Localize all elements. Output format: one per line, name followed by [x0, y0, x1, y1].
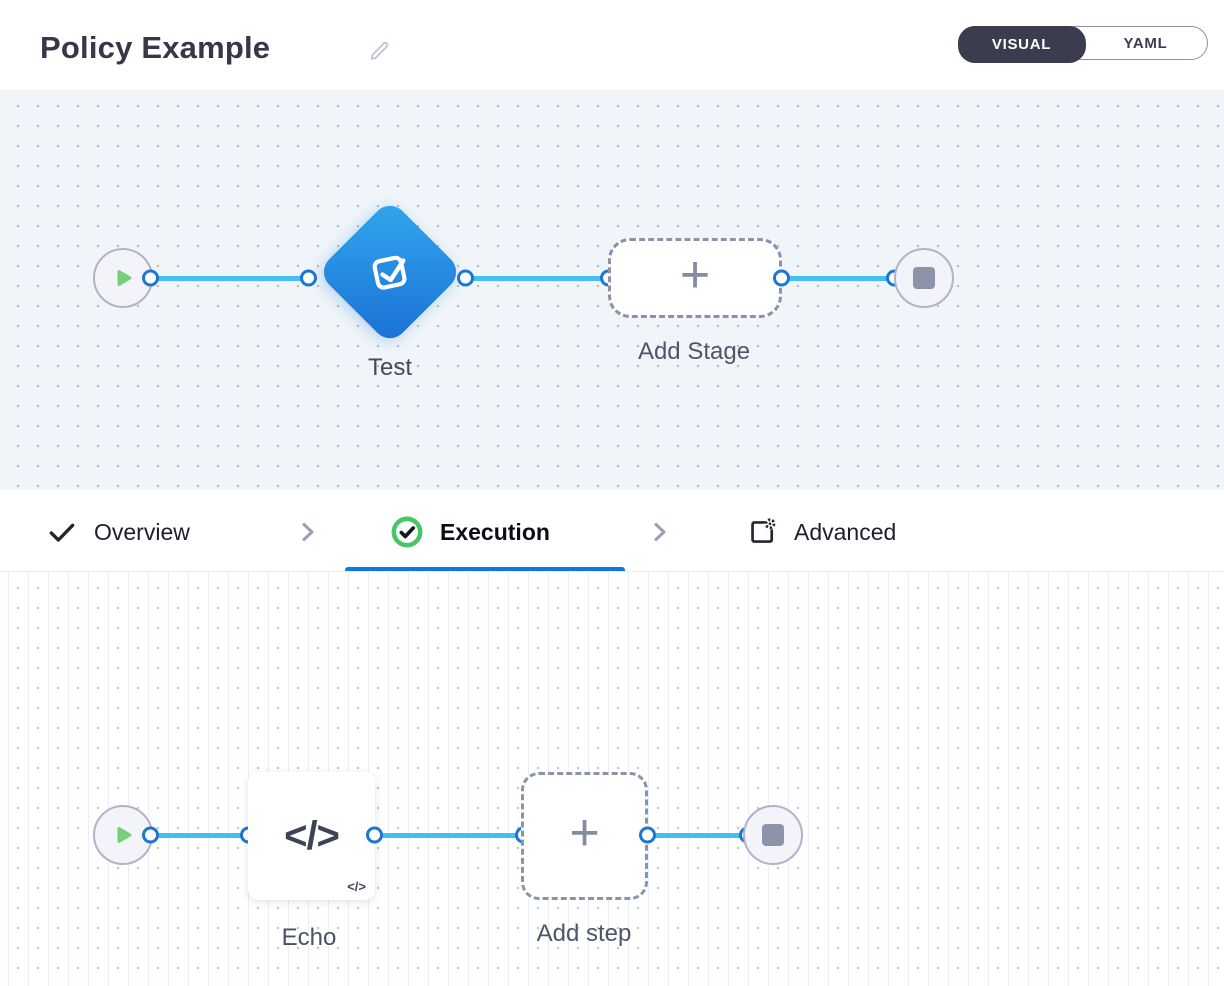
- pencil-icon: [370, 42, 389, 60]
- toggle-visual[interactable]: VISUAL: [957, 25, 1086, 63]
- tab-overview[interactable]: Overview: [46, 516, 190, 548]
- stop-icon: [762, 824, 784, 846]
- tab-advanced-label: Advanced: [794, 518, 897, 545]
- step-node-echo[interactable]: </> </>: [248, 772, 375, 900]
- add-stage-button[interactable]: +: [608, 238, 782, 318]
- tab-execution-label: Execution: [440, 518, 550, 545]
- active-tab-underline: [345, 567, 625, 571]
- page-title: Policy Example: [40, 30, 271, 65]
- plus-icon: +: [679, 246, 711, 304]
- check-icon: [49, 523, 75, 542]
- chevron-right-icon: [654, 523, 666, 541]
- step-label: Echo: [281, 924, 337, 951]
- gear-panel-icon: [751, 518, 776, 543]
- visual-yaml-toggle[interactable]: VISUAL YAML: [957, 25, 1208, 63]
- steps-end-node[interactable]: [743, 805, 803, 865]
- stage-canvas[interactable]: Test + Add Stage: [0, 90, 1224, 490]
- edit-title-button[interactable]: [366, 38, 392, 64]
- edge-addstage-to-end: [782, 275, 894, 281]
- check-circle-icon: [391, 516, 423, 548]
- stage-label: Test: [367, 354, 413, 381]
- add-step-button[interactable]: +: [521, 772, 648, 900]
- stop-icon: [913, 267, 935, 289]
- tab-advanced[interactable]: Advanced: [746, 516, 896, 548]
- tab-execution[interactable]: Execution: [390, 515, 550, 549]
- edge-start-to-step: [151, 832, 248, 838]
- edge-stage-to-addstage: [466, 275, 608, 281]
- add-stage-label: Add Stage: [637, 338, 751, 365]
- pipeline-end-node[interactable]: [894, 248, 954, 308]
- tab-overview-label: Overview: [94, 518, 190, 545]
- code-mini-icon: </>: [347, 879, 366, 894]
- execution-step-canvas[interactable]: </> </> Echo + Add step: [0, 572, 1224, 986]
- edge-start-to-stage: [151, 275, 308, 281]
- edge-step-to-addstep: [375, 832, 523, 838]
- edge-addstep-to-end: [648, 832, 747, 838]
- stage-node-test[interactable]: [316, 198, 464, 346]
- add-step-label: Add step: [536, 920, 632, 947]
- play-icon: [117, 827, 132, 843]
- chevron-right-icon: [302, 523, 314, 541]
- check-square-icon: [372, 255, 407, 290]
- code-icon: </>: [284, 813, 340, 858]
- stage-tab-bar: Overview Execution Advanced: [0, 490, 1224, 572]
- toggle-yaml[interactable]: YAML: [1123, 34, 1168, 52]
- play-icon: [117, 270, 132, 286]
- header: Policy Example VISUAL YAML: [0, 0, 1224, 90]
- plus-icon: +: [569, 804, 600, 862]
